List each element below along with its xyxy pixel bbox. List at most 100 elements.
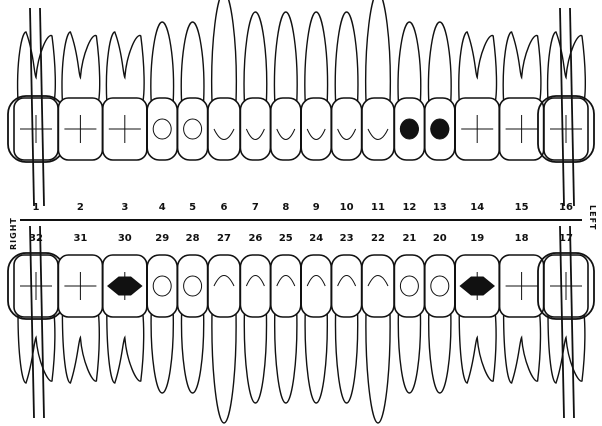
upper-tooth-number: 4 bbox=[159, 202, 166, 213]
lower-tooth-number: 27 bbox=[217, 233, 231, 244]
tooth-root bbox=[274, 12, 297, 102]
filling-mark bbox=[431, 120, 449, 138]
side-label-left: LEFT bbox=[588, 205, 597, 230]
lower-tooth-number: 21 bbox=[402, 233, 416, 244]
upper-tooth-1[interactable] bbox=[8, 8, 64, 206]
lower-tooth-29[interactable] bbox=[147, 255, 177, 393]
tooth-crown bbox=[147, 255, 177, 317]
lower-tooth-17[interactable] bbox=[538, 226, 594, 418]
tooth-root bbox=[18, 313, 55, 383]
lower-tooth-32[interactable] bbox=[8, 226, 64, 418]
lower-tooth-number: 17 bbox=[559, 233, 573, 244]
tooth-root bbox=[398, 22, 421, 102]
upper-tooth-14[interactable] bbox=[455, 32, 499, 160]
tooth-root bbox=[548, 32, 586, 102]
lower-tooth-number: 29 bbox=[155, 233, 169, 244]
lower-tooth-number: 28 bbox=[186, 233, 200, 244]
tooth-root bbox=[428, 22, 451, 102]
lower-tooth-number: 22 bbox=[371, 233, 385, 244]
tooth-crown bbox=[332, 98, 362, 160]
tooth-root bbox=[151, 313, 173, 393]
upper-tooth-number: 6 bbox=[221, 202, 228, 213]
tooth-root bbox=[275, 313, 297, 403]
lower-tooth-21[interactable] bbox=[394, 255, 424, 393]
upper-tooth-3[interactable] bbox=[103, 32, 147, 160]
side-label-right: RIGHT bbox=[9, 217, 18, 250]
upper-tooth-12[interactable] bbox=[394, 22, 424, 160]
tooth-crown bbox=[271, 255, 301, 317]
lower-tooth-30[interactable] bbox=[103, 255, 147, 383]
tooth-root bbox=[18, 32, 56, 102]
upper-tooth-7[interactable] bbox=[240, 12, 270, 160]
upper-tooth-number: 1 bbox=[33, 202, 40, 213]
tooth-root bbox=[366, 313, 390, 423]
tooth-crown bbox=[394, 255, 424, 317]
tooth-root bbox=[62, 313, 99, 383]
upper-tooth-number: 12 bbox=[402, 202, 416, 213]
tooth-root bbox=[212, 0, 237, 102]
upper-tooth-2[interactable] bbox=[58, 32, 102, 160]
tooth-root bbox=[503, 32, 541, 102]
upper-tooth-11[interactable] bbox=[362, 0, 394, 160]
tooth-root bbox=[335, 313, 357, 403]
lower-tooth-19[interactable] bbox=[455, 255, 499, 383]
lower-tooth-27[interactable] bbox=[208, 255, 240, 423]
tooth-root bbox=[548, 313, 585, 383]
upper-tooth-number: 10 bbox=[340, 202, 354, 213]
lower-tooth-23[interactable] bbox=[332, 255, 362, 403]
tooth-crown bbox=[208, 98, 240, 160]
upper-tooth-number: 7 bbox=[252, 202, 259, 213]
tooth-root bbox=[398, 313, 420, 393]
tooth-root bbox=[459, 32, 497, 102]
tooth-root bbox=[181, 22, 204, 102]
upper-tooth-number: 16 bbox=[559, 202, 573, 213]
upper-tooth-13[interactable] bbox=[425, 22, 455, 160]
tooth-crown bbox=[425, 255, 455, 317]
lower-tooth-28[interactable] bbox=[178, 255, 208, 393]
tooth-crown bbox=[301, 255, 331, 317]
tooth-root bbox=[107, 313, 144, 383]
lower-tooth-number: 23 bbox=[340, 233, 354, 244]
lower-tooth-20[interactable] bbox=[425, 255, 455, 393]
lower-arch bbox=[8, 226, 594, 423]
tooth-crown bbox=[208, 255, 240, 317]
upper-tooth-number: 11 bbox=[371, 202, 385, 213]
upper-tooth-number: 5 bbox=[189, 202, 196, 213]
tooth-crown bbox=[271, 98, 301, 160]
tooth-root bbox=[212, 313, 236, 423]
upper-tooth-number: 15 bbox=[515, 202, 529, 213]
upper-tooth-4[interactable] bbox=[147, 22, 177, 160]
lower-tooth-24[interactable] bbox=[301, 255, 331, 403]
upper-tooth-9[interactable] bbox=[301, 12, 331, 160]
tooth-root bbox=[244, 313, 266, 403]
upper-tooth-5[interactable] bbox=[178, 22, 208, 160]
lower-tooth-number: 19 bbox=[470, 233, 484, 244]
lower-tooth-25[interactable] bbox=[271, 255, 301, 403]
lower-tooth-26[interactable] bbox=[240, 255, 270, 403]
tooth-crown bbox=[178, 255, 208, 317]
tooth-root bbox=[106, 32, 144, 102]
tooth-root bbox=[305, 313, 327, 403]
tooth-crown bbox=[362, 255, 394, 317]
upper-tooth-10[interactable] bbox=[332, 12, 362, 160]
lower-tooth-numbers: 32313029282726252423222120191817 bbox=[29, 233, 573, 244]
tooth-root bbox=[151, 22, 174, 102]
tooth-root bbox=[366, 0, 391, 102]
upper-tooth-number: 2 bbox=[77, 202, 84, 213]
lower-tooth-22[interactable] bbox=[362, 255, 394, 423]
upper-tooth-number: 9 bbox=[313, 202, 320, 213]
lower-tooth-number: 20 bbox=[433, 233, 447, 244]
lower-tooth-18[interactable] bbox=[500, 255, 544, 383]
tooth-crown bbox=[240, 255, 270, 317]
lower-tooth-31[interactable] bbox=[58, 255, 102, 383]
upper-tooth-8[interactable] bbox=[271, 12, 301, 160]
tooth-crown bbox=[240, 98, 270, 160]
tooth-crown bbox=[332, 255, 362, 317]
upper-tooth-15[interactable] bbox=[500, 32, 544, 160]
tooth-crown bbox=[301, 98, 331, 160]
upper-tooth-6[interactable] bbox=[208, 0, 240, 160]
lower-tooth-number: 24 bbox=[309, 233, 323, 244]
lower-tooth-number: 18 bbox=[515, 233, 529, 244]
upper-tooth-16[interactable] bbox=[538, 8, 594, 206]
